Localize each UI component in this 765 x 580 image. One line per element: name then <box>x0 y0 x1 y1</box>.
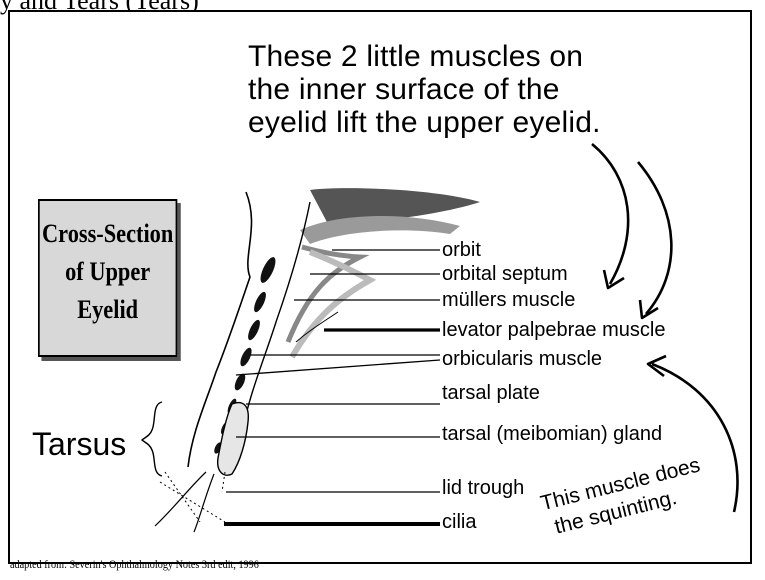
label-levator-palpebrae-muscle: levator palpebrae muscle <box>442 319 665 341</box>
title-line-1: Cross-Section <box>40 215 176 253</box>
label-orbital-septum: orbital septum <box>442 263 568 285</box>
arrow-to-mullers <box>592 144 628 284</box>
headline-line-1: These 2 little muscles on <box>248 40 601 73</box>
leader-lines <box>224 250 440 524</box>
arrow-to-levator <box>638 162 671 314</box>
muller-strand <box>292 252 370 357</box>
dotted-guides <box>160 472 225 522</box>
cilia-strands <box>155 472 214 532</box>
title-box: Cross-Section of Upper Eyelid <box>38 199 177 357</box>
title-line-3: Eyelid <box>40 291 176 329</box>
orbit-gray-band <box>300 216 460 244</box>
label-cilia: cilia <box>442 511 476 533</box>
label-mullers-muscle: müllers muscle <box>442 289 575 311</box>
label-tarsal-gland: tarsal (meibomian) gland <box>442 423 662 445</box>
headline: These 2 little muscles on the inner surf… <box>248 40 601 139</box>
tarsus-label: Tarsus <box>32 426 126 463</box>
label-orbicularis-muscle: orbicularis muscle <box>442 348 602 370</box>
title-line-2: of Upper <box>40 253 176 291</box>
diagram-frame: These 2 little muscles on the inner surf… <box>8 10 752 564</box>
label-tarsal-plate: tarsal plate <box>442 382 540 404</box>
label-orbit: orbit <box>442 239 481 261</box>
tarsus-brace <box>142 402 162 476</box>
tarsal-plate-shape <box>218 403 249 476</box>
source-credit: adapted from: Severin's Ophthalmology No… <box>10 557 259 572</box>
label-lid-trough: lid trough <box>442 477 524 499</box>
headline-line-2: the inner surface of the <box>248 73 601 106</box>
headline-line-3: eyelid lift the upper eyelid. <box>248 106 601 139</box>
